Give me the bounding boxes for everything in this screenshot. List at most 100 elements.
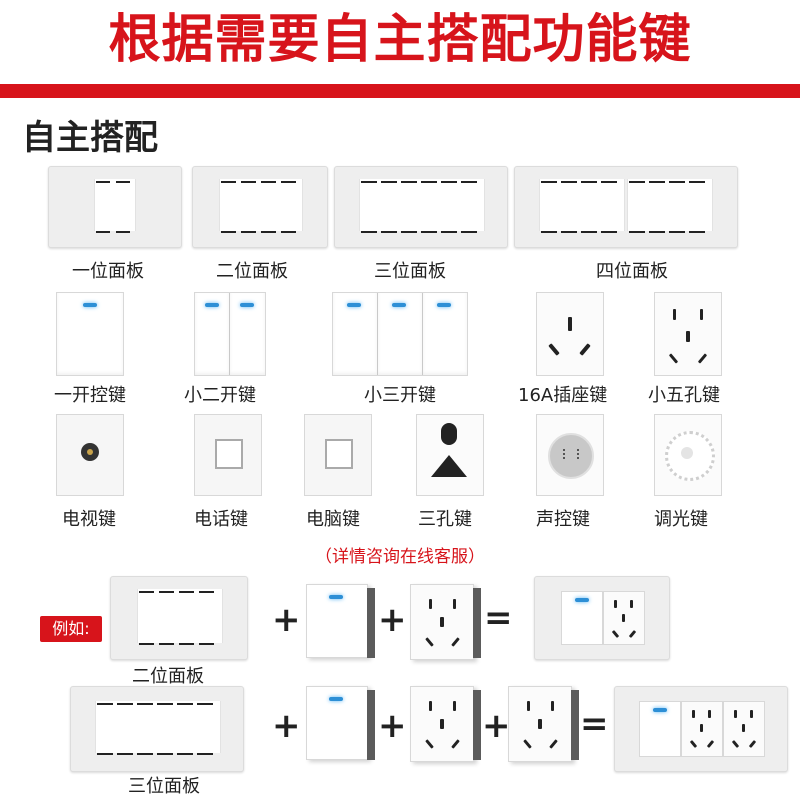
label-socket-16a-key: 16A插座键 — [518, 385, 608, 406]
panel-dash — [139, 643, 154, 645]
panel-dash — [117, 753, 133, 755]
equals-sign: = — [484, 598, 513, 638]
tv-key — [56, 414, 124, 496]
socket-hole — [692, 710, 695, 718]
example-five-hole-module — [410, 584, 474, 660]
tv-port-pin — [87, 449, 93, 455]
network-port-icon — [325, 439, 353, 469]
one-switch-key — [56, 292, 124, 376]
panel-dash — [281, 231, 296, 233]
panel-dash — [97, 753, 113, 755]
plus-sign: + — [272, 600, 301, 640]
example-result-panel-three — [614, 686, 788, 772]
module-side — [473, 588, 481, 658]
panel-dash — [96, 181, 110, 183]
example-switch-module — [306, 686, 368, 760]
panel-dash — [669, 231, 685, 233]
label-computer-key: 电脑键 — [306, 509, 360, 530]
socket-16a-key — [536, 292, 604, 376]
socket-hole — [527, 701, 530, 711]
panel-dash — [561, 181, 577, 183]
panel-dash — [581, 231, 597, 233]
label-dimmer-key: 调光键 — [654, 509, 708, 530]
label-five-hole-key: 小五孔键 — [648, 385, 720, 406]
socket-hole — [750, 710, 753, 718]
socket-hole — [628, 629, 637, 639]
indicator-led — [575, 598, 589, 602]
result-socket-key — [723, 701, 765, 757]
indicator-led — [329, 595, 343, 599]
panel-dash — [401, 231, 417, 233]
socket-hole — [429, 599, 432, 609]
result-socket-key — [603, 591, 645, 645]
panel-dash — [197, 753, 213, 755]
indicator-led — [347, 303, 361, 307]
label-one-switch-key: 一开控键 — [54, 385, 126, 406]
socket-hole — [614, 600, 617, 608]
panel-dash — [461, 181, 477, 183]
socket-hole — [551, 701, 554, 711]
panel-dash — [199, 643, 214, 645]
indicator-led — [83, 303, 97, 307]
panel-dash — [421, 231, 437, 233]
panel-dash — [361, 231, 377, 233]
example-switch-module — [306, 584, 368, 658]
panel-dash — [117, 703, 133, 705]
panel-dash — [241, 181, 256, 183]
panel-dash — [197, 703, 213, 705]
socket-hole — [451, 739, 460, 749]
panel-dash — [561, 231, 577, 233]
result-switch-key — [639, 701, 681, 757]
panel-dash — [441, 181, 457, 183]
panel-dash — [179, 643, 194, 645]
result-switch-key — [561, 591, 603, 645]
panel-dash — [601, 181, 617, 183]
panel-frame — [219, 179, 303, 231]
panel-dash — [629, 231, 645, 233]
label-three-hole-key: 三孔键 — [418, 509, 472, 530]
socket-hole — [579, 343, 591, 356]
panel-dash — [97, 703, 113, 705]
sound-control-key — [536, 414, 604, 496]
example-result-panel-two — [534, 576, 670, 660]
panel-dash — [629, 181, 645, 183]
label-phone-key: 电话键 — [194, 509, 248, 530]
example-two-position-panel — [110, 576, 248, 660]
computer-key — [304, 414, 372, 496]
socket-hole — [568, 317, 572, 331]
banner-red-bar — [0, 84, 800, 98]
socket-hole — [440, 719, 444, 729]
phone-port-icon — [215, 439, 243, 469]
panel-dash — [649, 231, 665, 233]
socket-hole — [523, 739, 532, 749]
indicator-led — [437, 303, 451, 307]
panel-dash — [601, 231, 617, 233]
two-switch-key — [194, 292, 266, 376]
section-title: 自主搭配 — [22, 118, 158, 158]
panel-dash — [689, 181, 705, 183]
panel-dash — [241, 231, 256, 233]
socket-hole — [706, 739, 715, 749]
socket-hole — [611, 629, 620, 639]
five-hole-key — [654, 292, 722, 376]
socket-hole — [673, 309, 676, 320]
label-example-two-position-panel: 二位面板 — [132, 666, 204, 687]
banner-title: 根据需要自主搭配功能键 — [108, 10, 692, 70]
panel-dash — [157, 753, 173, 755]
indicator-led — [392, 303, 406, 307]
panel-dash — [137, 753, 153, 755]
example-five-hole-module — [508, 686, 572, 762]
example-five-hole-module — [410, 686, 474, 762]
socket-hole — [689, 739, 698, 749]
example-tag: 例如: — [40, 616, 102, 642]
three-switch-key — [332, 292, 468, 376]
sound-sensor-icon — [548, 433, 594, 479]
plus-sign: + — [378, 600, 407, 640]
panel-dash — [221, 181, 236, 183]
plus-sign: + — [272, 706, 301, 746]
panel-dash — [159, 591, 174, 593]
dimmer-key — [654, 414, 722, 496]
socket-hole — [668, 353, 679, 364]
socket-hole — [453, 701, 456, 711]
panel-frame — [539, 179, 625, 231]
